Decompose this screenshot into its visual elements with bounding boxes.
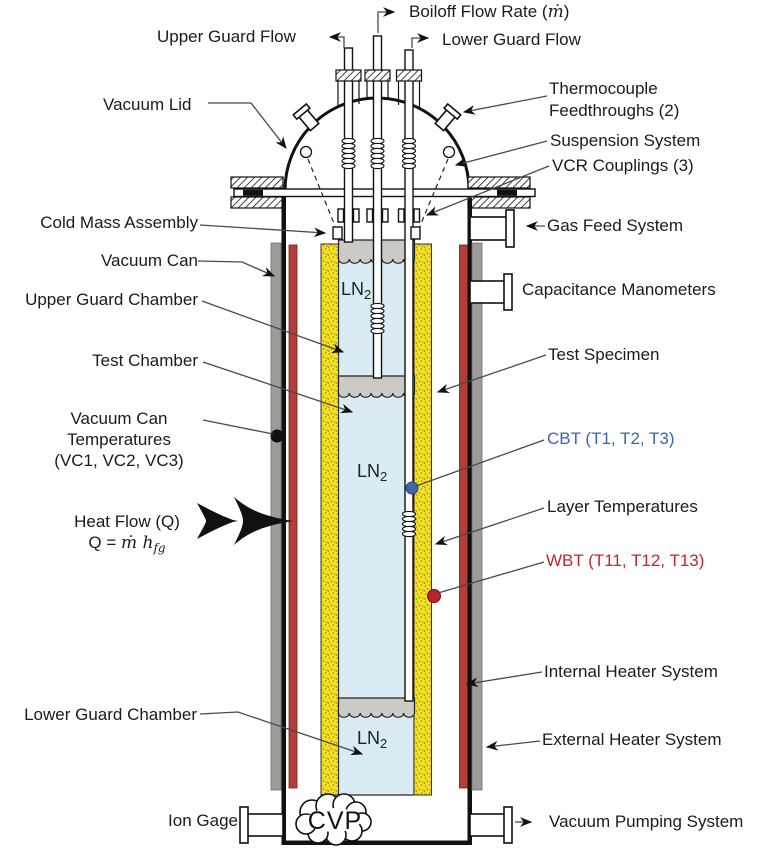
leader-vacuum-can — [197, 260, 276, 277]
leader-vcr — [425, 165, 550, 216]
capacitance-manometer-port — [469, 273, 513, 311]
lower-guard-tube — [404, 49, 414, 702]
upper-guard-flow-label: Upper Guard Flow — [157, 27, 296, 46]
insulation-left — [320, 243, 339, 796]
ion-gage-label: Ion Gage — [168, 811, 238, 830]
suspension-line-right — [419, 158, 449, 227]
thermocouple-feedthrough-right — [434, 102, 462, 132]
vacuum-pumping-label: Vacuum Pumping System — [549, 812, 744, 831]
internal-heater-right — [459, 244, 468, 789]
leader-wbt — [437, 561, 545, 594]
test-chamber-bellows — [401, 510, 417, 538]
boiloff-tube — [372, 35, 383, 379]
external-heater-right — [471, 242, 483, 791]
external-heater-label: External Heater System — [542, 730, 722, 749]
leader-test-chamber — [202, 361, 354, 414]
suspension-system-label: Suspension System — [550, 131, 701, 150]
ln2-label-upper-guard: LN2 — [341, 279, 372, 302]
internal-heater-label: Internal Heater System — [544, 662, 718, 681]
ln2-label-lower-guard: LN2 — [357, 728, 388, 751]
vacuum-can-label: Vacuum Can — [100, 251, 198, 270]
capacitance-manometers-label: Capacitance Manometers — [522, 280, 716, 299]
gas-feed-system-label: Gas Feed System — [547, 216, 684, 235]
upper-divider — [337, 375, 416, 398]
vacuum-lid-label: Vacuum Lid — [103, 95, 192, 114]
lower-guard-flow-label: Lower Guard Flow — [442, 30, 581, 49]
leader-suspension — [454, 140, 548, 167]
leader-lower-guard-chamber — [199, 711, 364, 756]
leader-vc-temps — [202, 419, 274, 435]
cvp-label: CVP — [307, 807, 363, 835]
heat-flow-arrow — [197, 497, 293, 545]
leader-lower-guard-flow — [411, 33, 430, 48]
dome-bellows — [341, 137, 417, 170]
leader-cold-mass — [199, 224, 327, 238]
suspension-attach-right — [442, 145, 456, 159]
test-specimen-label: Test Specimen — [548, 345, 660, 364]
leader-boiloff — [377, 7, 396, 33]
ln2-label-test-chamber: LN2 — [357, 461, 388, 484]
ion-gage-port — [239, 806, 284, 844]
cvp-cloud — [295, 793, 372, 846]
lower-divider — [337, 697, 416, 718]
leader-test-specimen — [436, 354, 547, 394]
leader-thermocouple — [462, 95, 548, 115]
upper-chamber-bellows — [370, 302, 385, 335]
leader-upper-guard-flow — [328, 32, 345, 48]
external-heater-left — [270, 242, 282, 791]
heat-flow-label: Heat Flow (Q)Q = ṁ hfg — [74, 512, 180, 555]
vc-sensor-dot — [270, 429, 284, 443]
boiloff-flow-rate-label: Boiloff Flow Rate (ṁ) — [409, 2, 570, 22]
vcr-couplings-label: VCR Couplings (3) — [552, 156, 694, 175]
test-chamber-label: Test Chamber — [92, 351, 198, 370]
suspension-stub-right — [410, 226, 421, 240]
cold-mass-assembly-label: Cold Mass Assembly — [40, 213, 198, 232]
upper-guard-chamber-label: Upper Guard Chamber — [25, 290, 198, 309]
cbt-sensor-dot — [405, 481, 419, 495]
thermocouple-feedthrough-left — [292, 102, 320, 132]
bellows — [341, 137, 417, 538]
suspension-stub-left — [332, 226, 343, 240]
leader-cbt — [415, 439, 545, 487]
lower-guard-chamber-label: Lower Guard Chamber — [24, 705, 197, 724]
insulation-right — [413, 243, 432, 796]
seal-left — [243, 189, 263, 196]
leader-layer-temps — [434, 507, 545, 546]
internal-heater-left — [288, 244, 298, 789]
wbt-label: WBT (T11, T12, T13) — [546, 551, 705, 570]
suspension-attach-left — [299, 145, 313, 159]
leader-upper-guard-chamber — [201, 300, 345, 353]
cbt-label: CBT (T1, T2, T3) — [547, 429, 675, 448]
leader-internal-heater — [465, 671, 543, 688]
suspension-line-left — [307, 158, 336, 227]
vcr-couplings — [337, 208, 421, 223]
seal-right — [497, 189, 517, 196]
gas-feed-port — [469, 209, 515, 248]
leader-vacuum-lid — [208, 102, 287, 149]
layer-temperatures-label: Layer Temperatures — [547, 497, 698, 516]
wbt-sensor-dot — [427, 589, 441, 603]
tube-fittings — [335, 69, 423, 82]
vacuum-pumping-port — [469, 806, 513, 844]
leader-lines — [197, 7, 550, 827]
leader-external-heater — [485, 740, 541, 751]
